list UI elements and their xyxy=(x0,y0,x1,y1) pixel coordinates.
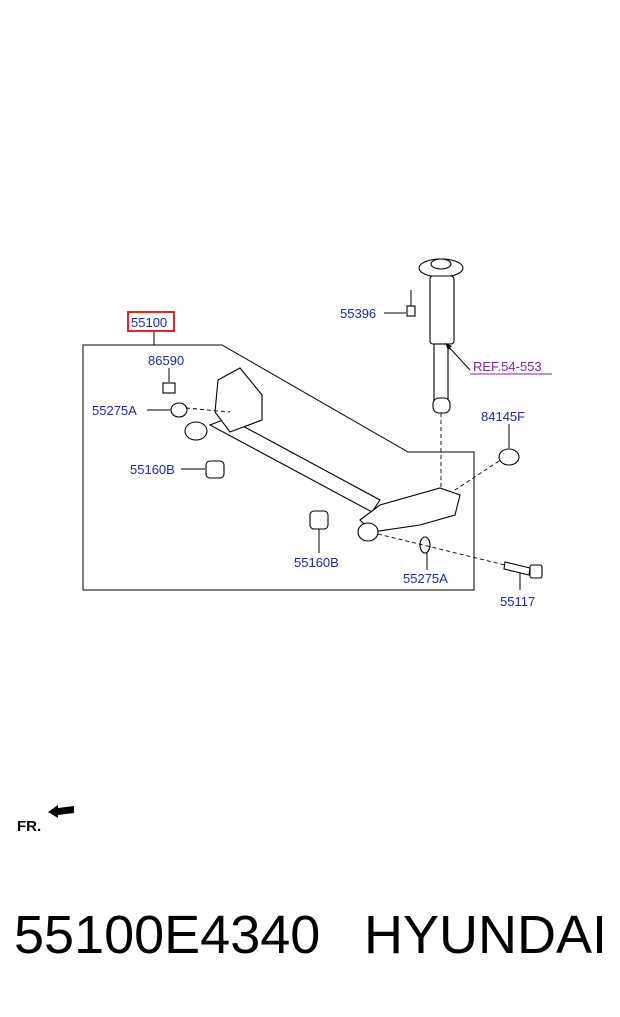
callout-55275a-right[interactable]: 55275A xyxy=(403,571,448,586)
cap-84145f xyxy=(498,448,520,466)
callout-55396[interactable]: 55396 xyxy=(340,306,376,321)
bushing-left xyxy=(205,460,225,479)
bolt-86590 xyxy=(162,382,176,394)
callout-ref[interactable]: REF.54-553 xyxy=(473,359,542,374)
callout-55160b-left[interactable]: 55160B xyxy=(130,462,175,477)
parts-diagram: 55100 REF.54-553 55396 86590 55275A 5516… xyxy=(17,258,552,835)
bolt-55117 xyxy=(503,561,543,579)
washer-right xyxy=(419,536,431,554)
brand-name: HYUNDAI xyxy=(364,905,608,965)
direction-label: FR. xyxy=(17,818,41,835)
washer-left xyxy=(170,402,188,418)
assembly-highlight-box xyxy=(127,311,175,332)
callout-55160b-right[interactable]: 55160B xyxy=(294,555,339,570)
callout-55117[interactable]: 55117 xyxy=(500,594,535,609)
part-number: 55100E4340 xyxy=(14,905,321,965)
assembly-outline xyxy=(82,344,475,591)
callout-84145f[interactable]: 84145F xyxy=(481,409,525,424)
callout-55100[interactable]: 55100 xyxy=(131,315,167,330)
torsion-beam-axle xyxy=(184,367,461,542)
callout-55275a-left[interactable]: 55275A xyxy=(92,403,137,418)
bolt-55396 xyxy=(406,290,416,317)
callout-86590[interactable]: 86590 xyxy=(148,353,184,368)
front-arrow-icon xyxy=(48,805,74,818)
shock-absorber xyxy=(418,258,464,500)
bushing-right xyxy=(309,510,329,530)
